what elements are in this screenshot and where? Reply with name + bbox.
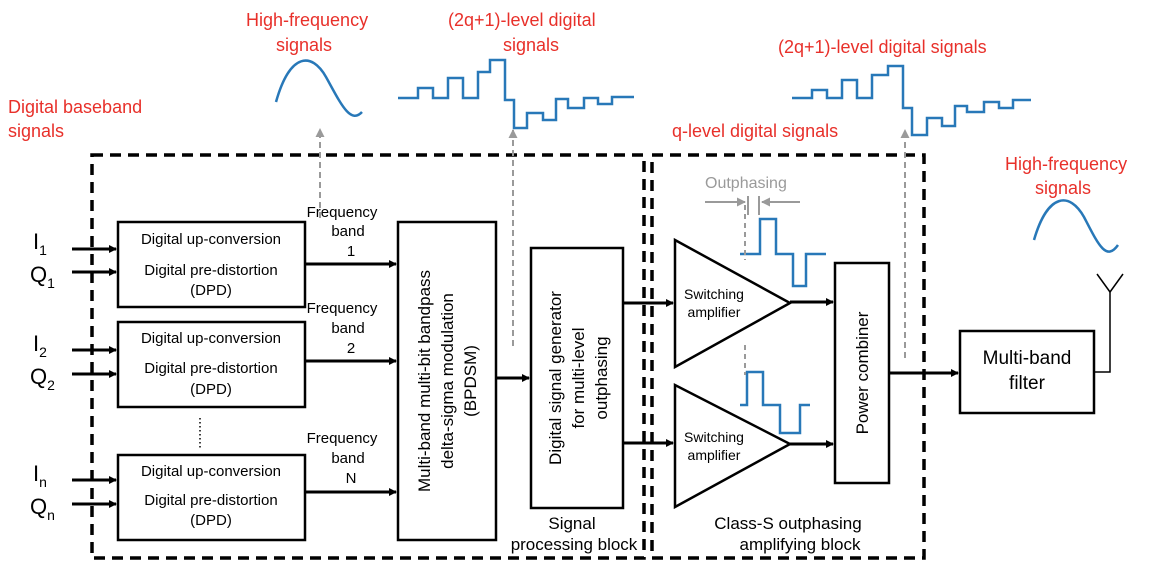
signal-block-label-1: Signal xyxy=(548,514,595,533)
dpd-predistortion-n: Digital pre-distortion xyxy=(144,492,277,509)
input-group-n: In Qn xyxy=(30,461,117,523)
antenna-icon xyxy=(1094,273,1124,373)
bpdsm-block: Multi-band multi-bit bandpass delta-sigm… xyxy=(396,220,498,542)
bpdsm-label-1: Multi-band multi-bit bandpass xyxy=(415,270,434,492)
input-group-1: I1 Q1 xyxy=(30,229,117,291)
svg-text:Frequency: Frequency xyxy=(307,204,378,221)
switching-amplifier-1: Switching amplifier xyxy=(673,237,793,370)
power-combiner: Power combiner xyxy=(833,261,891,485)
high-frequency-label-2: High-frequency xyxy=(1005,154,1127,174)
dpd-abbr-1: (DPD) xyxy=(190,282,232,299)
generator-label-3: outphasing xyxy=(592,336,611,419)
svg-text:Switching: Switching xyxy=(684,429,744,445)
digital-baseband-label-2: signals xyxy=(8,121,64,141)
svg-text:2: 2 xyxy=(347,340,355,357)
high-frequency-label-1: High-frequency xyxy=(246,10,368,30)
multilevel-wave-2 xyxy=(792,64,1031,137)
generator-label-1: Digital signal generator xyxy=(546,291,565,465)
multilevel-label-1b: signals xyxy=(503,35,559,55)
dpd-upconversion-2: Digital up-conversion xyxy=(141,330,281,347)
dpd-block-1: Digital up-conversion Digital pre-distor… xyxy=(116,220,307,309)
bpdsm-label-3: (BPDSM) xyxy=(461,345,480,417)
generator-label-2: for multi-level xyxy=(569,327,588,428)
dpd-block-n: Digital up-conversion Digital pre-distor… xyxy=(116,453,307,542)
svg-text:Frequency: Frequency xyxy=(307,300,378,317)
input-i-n: In xyxy=(33,461,47,490)
generator-block: Digital signal generator for multi-level… xyxy=(529,246,625,510)
bpdsm-label-2: delta-sigma modulation xyxy=(438,293,457,469)
class-s-label-1: Class-S outphasing xyxy=(714,514,861,533)
svg-text:1: 1 xyxy=(347,243,355,260)
switching-amplifier-2: Switching amplifier xyxy=(673,382,793,510)
svg-text:amplifier: amplifier xyxy=(688,447,741,463)
signal-block-label-2: processing block xyxy=(511,535,638,554)
dpd-upconversion-1: Digital up-conversion xyxy=(141,231,281,248)
multilevel-label-2: (2q+1)-level digital signals xyxy=(778,37,987,57)
class-s-block xyxy=(650,153,926,560)
q-level-label: q-level digital signals xyxy=(672,121,838,141)
pulse-wave-lower xyxy=(740,370,810,435)
pulse-wave-upper xyxy=(740,217,826,288)
dpd-predistortion-1: Digital pre-distortion xyxy=(144,262,277,279)
input-q-n: Qn xyxy=(30,494,55,523)
svg-text:N: N xyxy=(346,470,357,487)
dpd-abbr-n: (DPD) xyxy=(190,512,232,529)
input-group-2: I2 Q2 xyxy=(30,331,117,393)
multilevel-label-1: (2q+1)-level digital xyxy=(448,10,596,30)
svg-text:Frequency: Frequency xyxy=(307,430,378,447)
svg-text:amplifier: amplifier xyxy=(688,304,741,320)
multi-band-filter: Multi-band filter xyxy=(958,329,1096,415)
svg-text:band: band xyxy=(331,450,364,467)
input-i-1: I1 xyxy=(33,229,47,258)
band-n: Frequency band N xyxy=(305,430,397,496)
input-q-2: Q2 xyxy=(30,364,55,393)
high-frequency-label-2b: signals xyxy=(1035,178,1091,198)
digital-baseband-label: Digital baseband xyxy=(8,97,142,117)
svg-text:Switching: Switching xyxy=(684,286,744,302)
dpd-predistortion-2: Digital pre-distortion xyxy=(144,360,277,377)
band-2: Frequency band 2 xyxy=(305,300,397,365)
svg-text:filter: filter xyxy=(1009,373,1046,394)
sine-wave-2 xyxy=(1032,199,1120,253)
svg-text:Multi-band: Multi-band xyxy=(983,348,1072,369)
high-frequency-label-1b: signals xyxy=(276,35,332,55)
dpd-abbr-2: (DPD) xyxy=(190,381,232,398)
multilevel-wave-1 xyxy=(398,58,634,130)
sine-wave-1 xyxy=(274,59,363,117)
power-combiner-label: Power combiner xyxy=(853,311,872,434)
input-q-1: Q1 xyxy=(30,262,55,291)
outphasing-label: Outphasing xyxy=(705,175,787,192)
input-i-2: I2 xyxy=(33,331,47,360)
band-1: Frequency band 1 xyxy=(305,204,397,268)
svg-text:band: band xyxy=(331,223,364,240)
dpd-block-2: Digital up-conversion Digital pre-distor… xyxy=(116,320,307,409)
svg-text:band: band xyxy=(331,320,364,337)
signal-processing-block xyxy=(90,153,646,560)
dpd-upconversion-n: Digital up-conversion xyxy=(141,463,281,480)
class-s-label-2: amplifying block xyxy=(740,535,861,554)
